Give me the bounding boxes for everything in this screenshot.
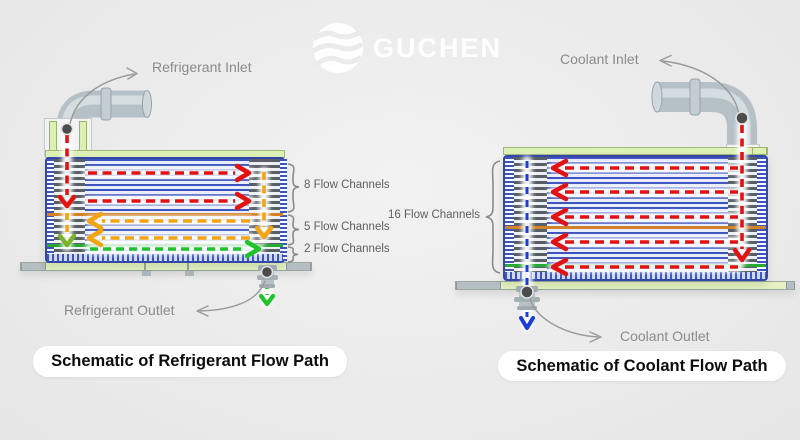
base-cap (21, 263, 46, 270)
left-caption-text: Schematic of Refrigerant Flow Path (51, 352, 329, 370)
right-hx-edge (505, 157, 514, 275)
left-hx-bottom-row (47, 254, 283, 261)
right-hx-left-header (514, 157, 547, 275)
coolant-inlet-port-dot (735, 111, 749, 125)
left-hx-edge (47, 159, 54, 261)
right-flange-pad (752, 147, 767, 155)
left-flange-pad (49, 121, 57, 153)
right-hx-top-plate (503, 147, 768, 155)
base-cap (456, 282, 501, 289)
left-hx-green-separator (47, 244, 283, 247)
refrigerant-outlet-label: Refrigerant Outlet (64, 302, 175, 318)
base-cap (286, 263, 311, 270)
right-hx-bottom-row (505, 272, 766, 279)
channel-group-label-5: 5 Flow Channels (304, 221, 390, 233)
left-hx-orange-separator (47, 213, 283, 216)
right-base-plate (455, 281, 795, 290)
right-caption: Schematic of Coolant Flow Path (498, 351, 786, 381)
waves-circle-icon (312, 23, 364, 73)
left-flange-pad (79, 121, 87, 153)
channel-group-label-2: 2 Flow Channels (304, 243, 390, 255)
channel-group-label-16: 16 Flow Channels (388, 209, 481, 221)
brand-name: GUCHEN (373, 33, 503, 63)
base-seam (187, 263, 189, 270)
left-heat-exchanger (45, 157, 287, 263)
left-caption: Schematic of Refrigerant Flow Path (33, 346, 347, 377)
base-tab (142, 271, 151, 276)
right-caption-text: Schematic of Coolant Flow Path (516, 356, 768, 375)
right-heat-exchanger (503, 155, 768, 281)
brand-logo: GUCHEN (312, 22, 502, 74)
coolant-outlet-label: Coolant Outlet (620, 328, 710, 344)
left-hx-edge (280, 159, 287, 261)
base-seam (144, 263, 146, 270)
right-hx-green-separator (505, 264, 766, 267)
channel-group-label-8: 8 Flow Channels (304, 179, 390, 191)
base-cap (786, 282, 795, 289)
coolant-inlet-label: Coolant Inlet (560, 51, 639, 67)
right-hx-edge (757, 157, 766, 275)
left-base-plate (20, 262, 312, 276)
right-hx-orange-separator (505, 226, 766, 229)
base-tab (185, 271, 194, 276)
refrigerant-inlet-label: Refrigerant Inlet (152, 59, 252, 75)
